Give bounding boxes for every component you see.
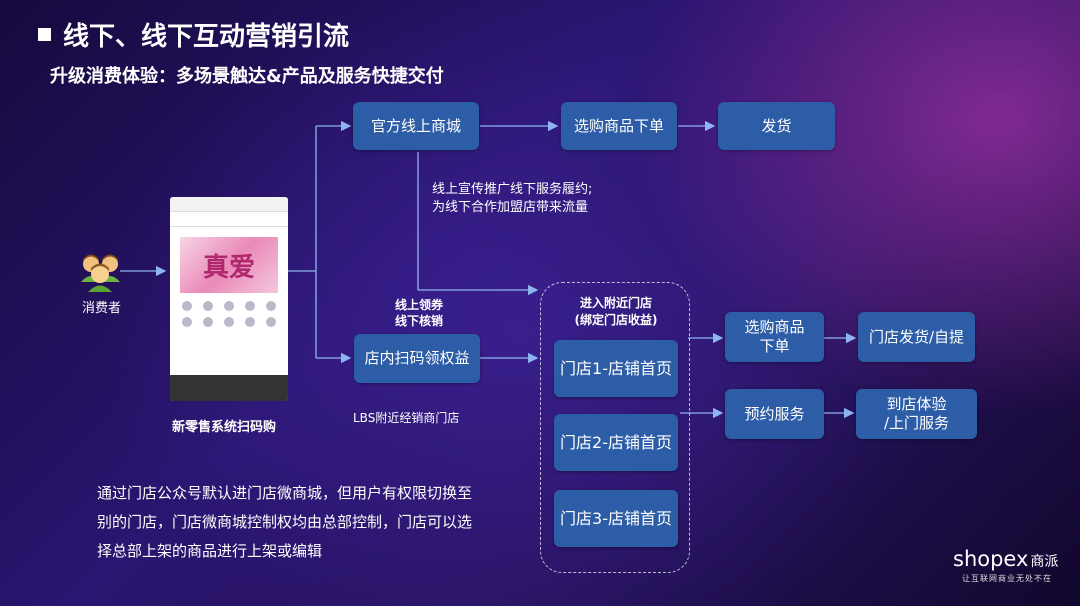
store-2-box: 门店2-店铺首页 xyxy=(554,414,678,471)
phone-caption: 新零售系统扫码购 xyxy=(172,420,277,435)
phone-hero-text: 真爱 xyxy=(202,252,255,283)
phone-tab-bar xyxy=(170,375,288,401)
phone-icon-grid xyxy=(178,301,280,327)
online-mall-box: 官方线上商城 xyxy=(353,102,479,150)
phone-nav-bar xyxy=(170,212,288,227)
stores-header-line2: (绑定门店收益) xyxy=(574,313,658,327)
slide-subtitle: 升级消费体验：多场景触达&产品及服务快捷交付 xyxy=(50,66,444,87)
online-select-box: 选购商品下单 xyxy=(561,102,677,150)
brand-slogan: 让互联网商业无处不在 xyxy=(962,574,1052,583)
store-select-line1: 选购商品 xyxy=(744,318,805,336)
online-note-line1: 线上宣传推广线下服务履约; xyxy=(432,182,593,197)
consumers-icon xyxy=(81,254,120,292)
store-select-line2: 下单 xyxy=(759,337,790,355)
service-box: 到店体验 /上门服务 xyxy=(856,389,977,439)
description-line3: 择总部上架的商品进行上架或编辑 xyxy=(97,542,323,560)
consumer-label: 消费者 xyxy=(82,301,122,316)
pickup-box: 门店发货/自提 xyxy=(858,312,975,362)
store-3-box: 门店3-店铺首页 xyxy=(554,490,678,547)
brand-logo-text: shopex xyxy=(953,547,1029,571)
online-note: 线上宣传推广线下服务履约; 为线下合作加盟店带来流量 xyxy=(432,181,592,217)
title-bullet-icon xyxy=(38,28,51,41)
ship-box: 发货 xyxy=(718,102,835,150)
coupon-line2: 线下核销 xyxy=(395,314,444,328)
title-text: 线下、线下互动营销引流 xyxy=(63,22,350,52)
slide-title: 线下、线下互动营销引流 xyxy=(38,16,349,53)
booking-box: 预约服务 xyxy=(725,389,824,439)
stores-group xyxy=(540,282,690,573)
phone-screenshot: 真爱 xyxy=(170,197,288,401)
phone-hero-banner: 真爱 xyxy=(180,237,278,293)
lbs-note: LBS附近经销商门店 xyxy=(353,411,460,425)
store-1-box: 门店1-店铺首页 xyxy=(554,340,678,397)
online-note-line2: 为线下合作加盟店带来流量 xyxy=(432,200,589,215)
scan-benefit-box: 店内扫码领权益 xyxy=(354,334,480,383)
phone-status-bar xyxy=(170,197,288,212)
store-select-box: 选购商品 下单 xyxy=(725,312,824,362)
service-line1: 到店体验 xyxy=(886,395,947,413)
coupon-note: 线上领券 线下核销 xyxy=(395,297,443,329)
description-text: 通过门店公众号默认进门店微商城，但用户有权限切换至 别的门店，门店微商城控制权均… xyxy=(97,479,472,566)
service-line2: /上门服务 xyxy=(883,414,950,432)
description-line2: 别的门店，门店微商城控制权均由总部控制，门店可以选 xyxy=(97,513,473,531)
stores-header: 进入附近门店 (绑定门店收益) xyxy=(557,295,675,329)
description-line1: 通过门店公众号默认进门店微商城，但用户有权限切换至 xyxy=(97,484,473,502)
brand-suffix: 商派 xyxy=(1030,554,1059,570)
stores-header-line1: 进入附近门店 xyxy=(579,296,652,310)
coupon-line1: 线上领券 xyxy=(395,298,444,312)
